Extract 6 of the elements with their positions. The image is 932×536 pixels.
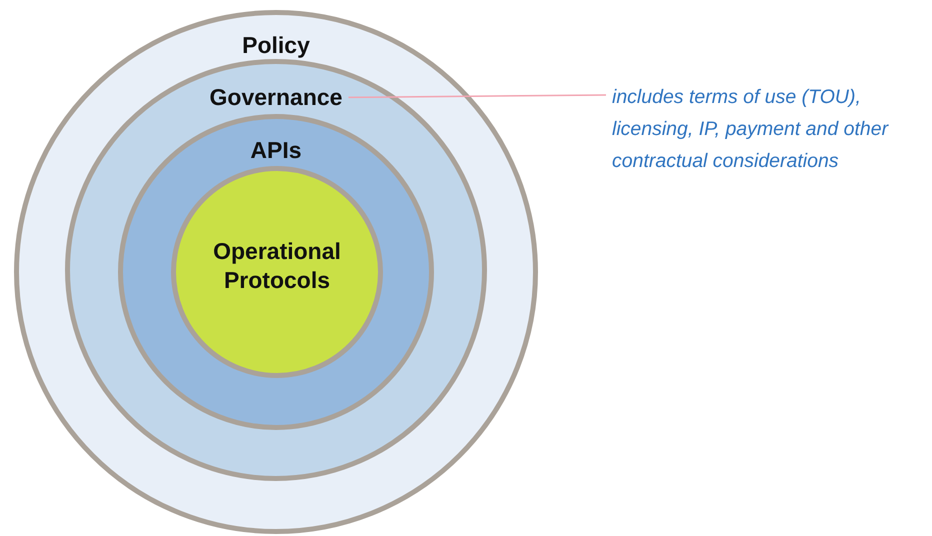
leader-line xyxy=(348,94,606,98)
core-label: Operational Protocols xyxy=(212,237,342,295)
annotation-note: includes terms of use (TOU), licensing, IP, payment and other contractual considerations xyxy=(612,85,890,174)
ring-label: APIs xyxy=(250,136,302,165)
ring-label: Governance xyxy=(210,83,342,112)
ring-label: Policy xyxy=(242,31,310,60)
